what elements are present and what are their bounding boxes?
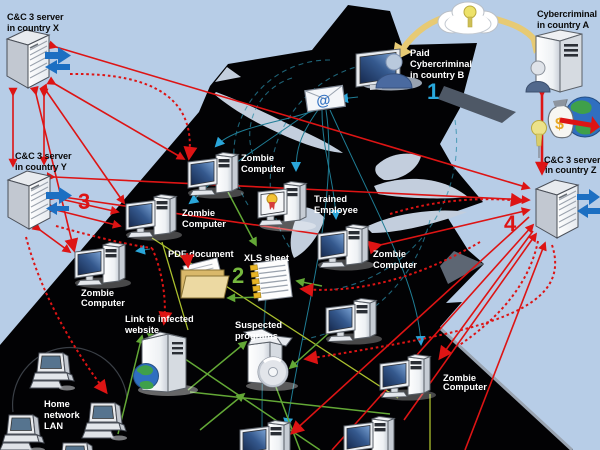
- svg-text:Home: Home: [44, 399, 70, 409]
- svg-text:Computer: Computer: [182, 219, 226, 229]
- svg-text:in country B: in country B: [410, 70, 465, 80]
- svg-text:Link to infected: Link to infected: [125, 314, 194, 324]
- svg-text:Zombie: Zombie: [241, 153, 274, 163]
- svg-text:@: @: [315, 92, 331, 110]
- svg-text:C&C 3 server: C&C 3 server: [7, 12, 64, 22]
- svg-text:Cybercriminal: Cybercriminal: [410, 59, 472, 69]
- svg-text:website: website: [124, 325, 159, 335]
- svg-text:1: 1: [427, 79, 439, 104]
- svg-text:Zombie: Zombie: [443, 373, 476, 383]
- svg-text:4: 4: [504, 211, 517, 236]
- svg-text:Zombie: Zombie: [373, 249, 406, 259]
- svg-text:XLS sheet: XLS sheet: [244, 253, 289, 263]
- svg-text:in country Z: in country Z: [545, 165, 597, 175]
- svg-text:C&C 3 server: C&C 3 server: [544, 155, 600, 165]
- svg-text:network: network: [44, 410, 80, 420]
- svg-text:Computer: Computer: [241, 164, 285, 174]
- svg-text:PDF document: PDF document: [168, 249, 234, 259]
- svg-text:Suspected: Suspected: [235, 320, 282, 330]
- svg-text:Paid: Paid: [410, 48, 430, 58]
- svg-text:3: 3: [78, 189, 90, 214]
- svg-text:2: 2: [232, 263, 244, 288]
- svg-text:in country A: in country A: [537, 20, 590, 30]
- svg-text:Zombie: Zombie: [182, 208, 215, 218]
- svg-text:$: $: [555, 116, 564, 133]
- svg-text:programs: programs: [235, 331, 278, 341]
- svg-text:C&C 3 server: C&C 3 server: [15, 151, 72, 161]
- svg-text:Trained: Trained: [314, 194, 347, 204]
- svg-text:Zombie: Zombie: [81, 288, 114, 298]
- svg-text:Computer: Computer: [373, 260, 417, 270]
- svg-text:Employee: Employee: [314, 205, 358, 215]
- svg-text:Computer: Computer: [81, 298, 125, 308]
- svg-text:LAN: LAN: [44, 421, 63, 431]
- svg-text:in country Y: in country Y: [15, 162, 67, 172]
- svg-text:in country X: in country X: [7, 23, 60, 33]
- svg-text:Computer: Computer: [443, 382, 487, 392]
- svg-text:Cybercriminal: Cybercriminal: [537, 9, 597, 19]
